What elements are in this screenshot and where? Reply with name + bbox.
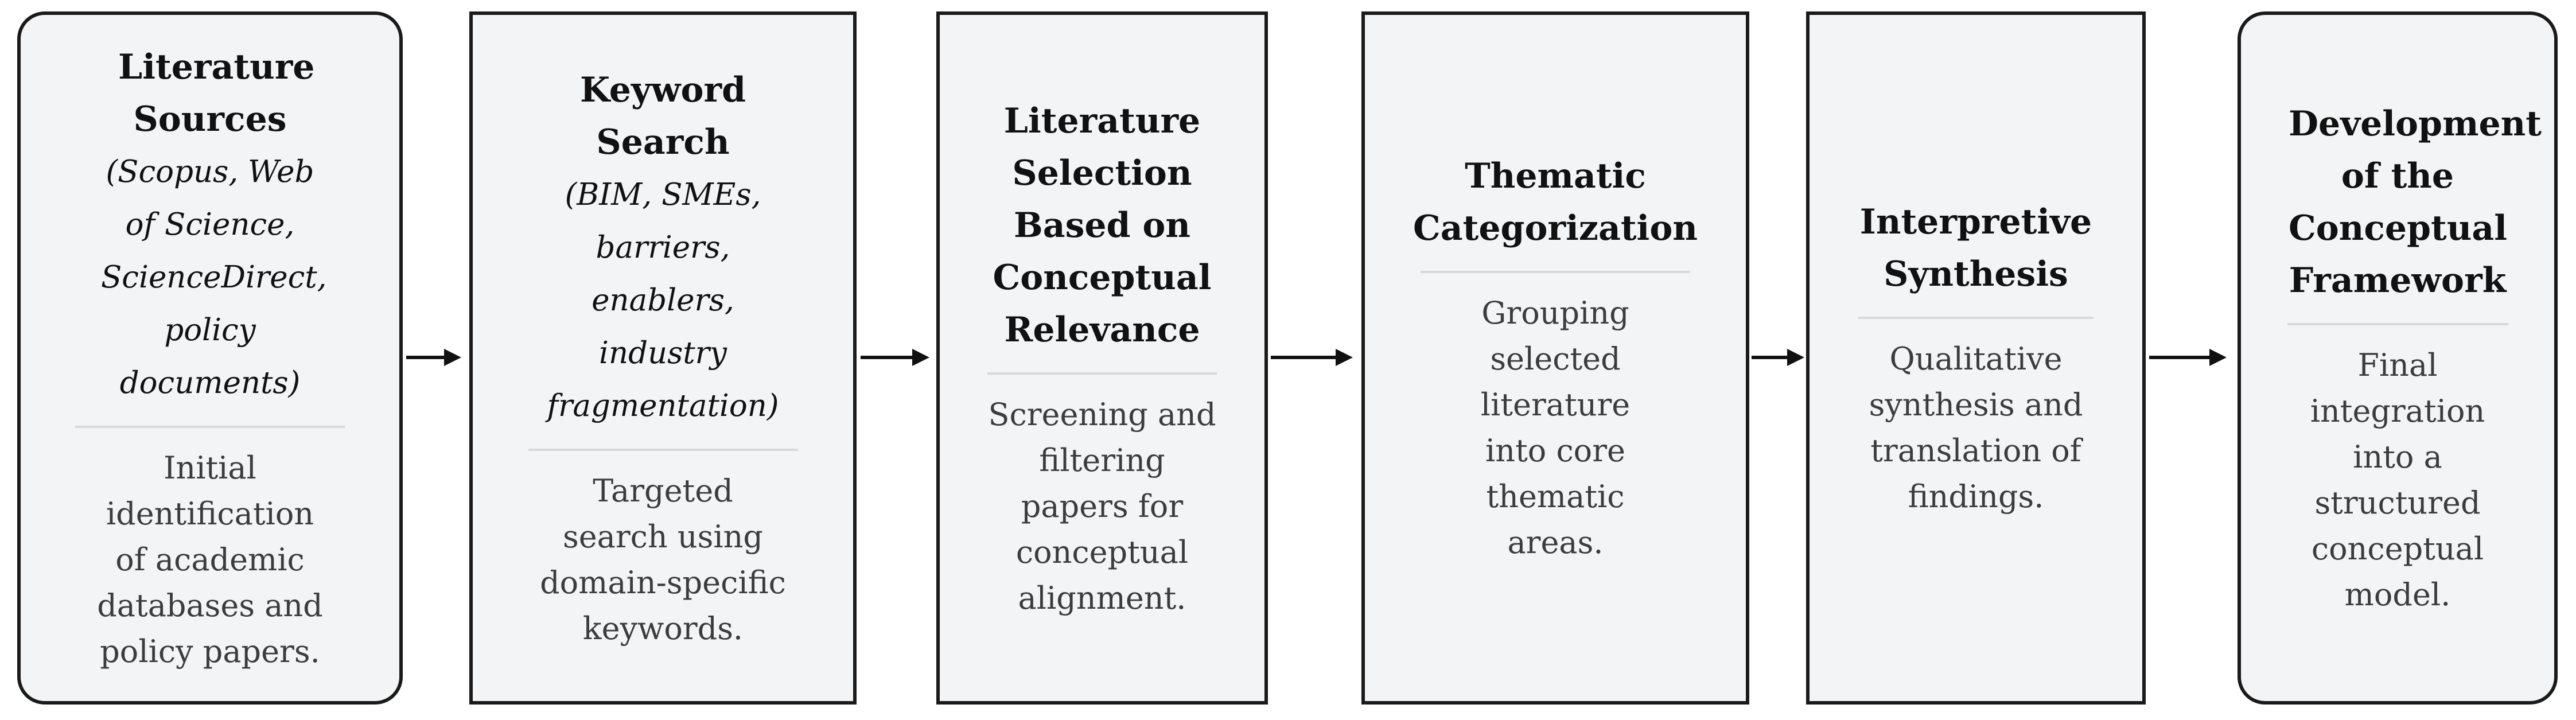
step-divider [528, 449, 798, 451]
step-subtitle: (Scopus, Web of Science, ScienceDirect, … [101, 154, 327, 400]
step-divider [2287, 323, 2508, 325]
step-description: Targeted search using domain-specific ke… [540, 473, 786, 647]
flow-arrow [1752, 349, 1804, 366]
step-divider [987, 372, 1217, 375]
flow-arrow [1271, 349, 1353, 366]
step-title: Interpretive Synthesis [1859, 202, 2092, 294]
flow-arrow [861, 349, 929, 366]
step-conceptual-framework: Development of the Conceptual Framework … [2238, 11, 2558, 705]
step-title: Thematic Categorization [1413, 156, 1698, 248]
step-title: Keyword Search [579, 70, 746, 162]
step-title: Development of the Conceptual Framework [2289, 104, 2542, 301]
step-description: Screening and filtering papers for conce… [988, 396, 1216, 616]
step-literature-selection: Literature Selection Based on Conceptual… [936, 11, 1268, 705]
step-divider [75, 426, 345, 428]
step-description: Grouping selected literature into core t… [1480, 295, 1631, 561]
step-description: Initial identification of academic datab… [97, 450, 323, 670]
flow-arrow [2149, 349, 2227, 366]
step-divider [1858, 317, 2094, 319]
step-title: Literature Sources [118, 47, 315, 139]
step-keyword-search: Keyword Search (BIM, SMEs, barriers, ena… [469, 11, 857, 705]
flow-arrow [406, 349, 461, 366]
step-title: Literature Selection Based on Conceptual… [993, 100, 1212, 350]
step-description: Final integration into a structured conc… [2310, 347, 2485, 613]
step-description: Qualitative synthesis and translation of… [1869, 341, 2083, 515]
step-subtitle: (BIM, SMEs, barriers, enablers, industry… [547, 177, 779, 423]
step-thematic-categorization: Thematic Categorization Grouping selecte… [1361, 11, 1749, 705]
step-divider [1421, 271, 1690, 273]
step-interpretive-synthesis: Interpretive Synthesis Qualitative synth… [1806, 11, 2146, 705]
step-literature-sources: Literature Sources (Scopus, Web of Scien… [17, 11, 403, 705]
